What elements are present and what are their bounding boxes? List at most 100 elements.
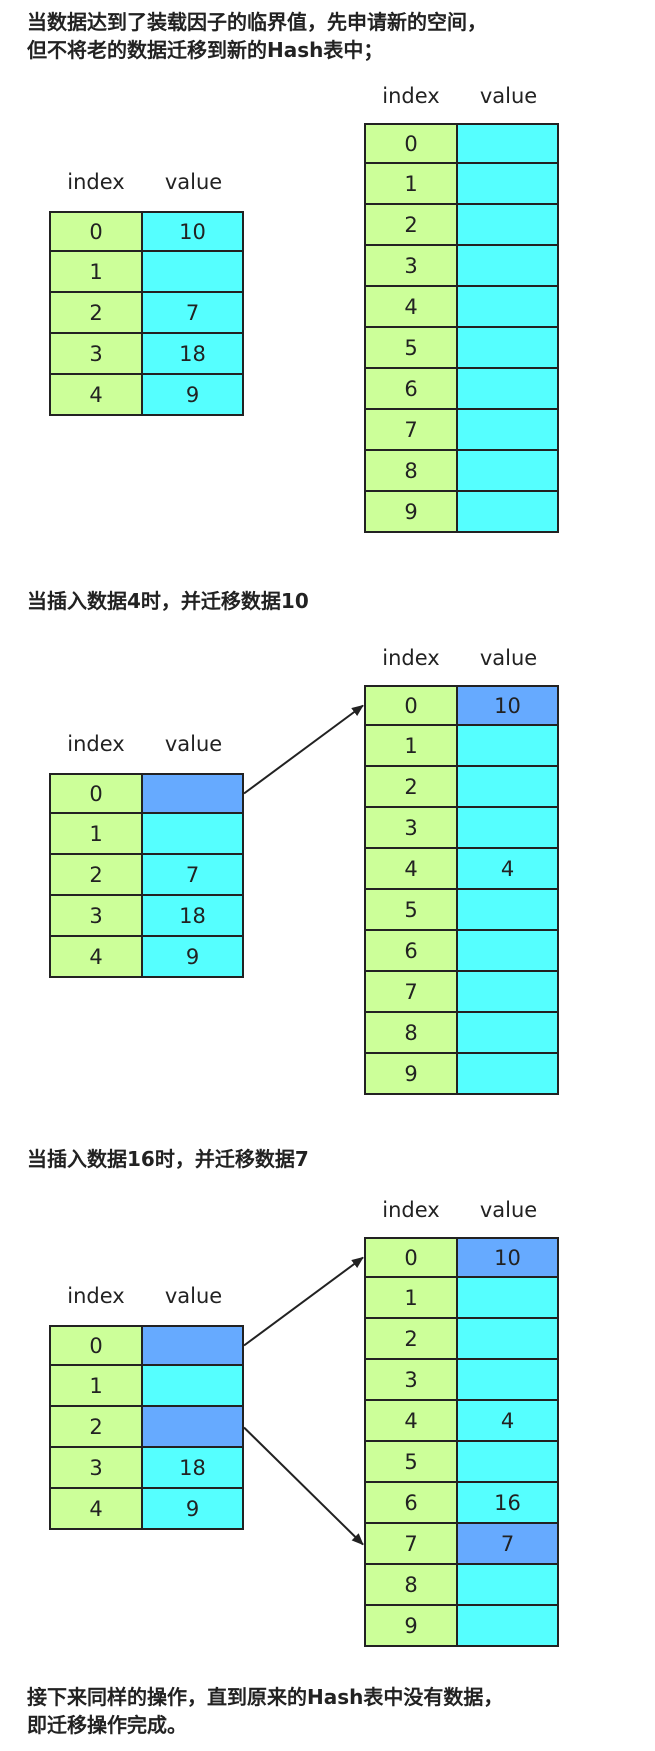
new-table-row: 1 — [364, 164, 559, 205]
old-table-index-header: index — [67, 732, 125, 756]
new-table-value-cell — [458, 808, 559, 849]
new-table-row: 9 — [364, 492, 559, 533]
new-table-row: 2 — [364, 767, 559, 808]
new-table-value-cell — [458, 287, 559, 328]
migration-arrow — [243, 1256, 364, 1347]
old-table-index-cell: 0 — [49, 1325, 143, 1366]
old-table-value-header: value — [164, 1284, 223, 1308]
old-table-value-cell: 9 — [143, 937, 244, 978]
migration-arrow — [243, 704, 364, 795]
new-table-row: 5 — [364, 890, 559, 931]
outro-caption-line-2: 即迁移操作完成。 — [27, 1713, 187, 1737]
new-table-row: 3 — [364, 1360, 559, 1401]
old-table-index-cell: 1 — [49, 1366, 143, 1407]
old-table-value-cell: 10 — [143, 211, 244, 252]
new-table-index-cell: 1 — [364, 164, 458, 205]
new-table-row: 9 — [364, 1606, 559, 1647]
old-table-index-cell: 0 — [49, 773, 143, 814]
new-table-index-cell: 4 — [364, 849, 458, 890]
new-table-value-cell — [458, 164, 559, 205]
intro-caption-line-2: 但不将老的数据迁移到新的Hash表中； — [27, 38, 384, 62]
new-table-value-header: value — [479, 646, 538, 670]
new-table-index-cell: 5 — [364, 1442, 458, 1483]
new-table-row: 5 — [364, 1442, 559, 1483]
new-table-value-cell — [458, 451, 559, 492]
new-table-row: 7 — [364, 972, 559, 1013]
old-table-value-cell — [143, 1407, 244, 1448]
new-table-index-cell: 2 — [364, 767, 458, 808]
new-table-index-cell: 8 — [364, 1013, 458, 1054]
new-table-value-cell: 10 — [458, 685, 559, 726]
old-table-value-cell — [143, 1366, 244, 1407]
new-table-index-cell: 3 — [364, 246, 458, 287]
new-table-index-cell: 7 — [364, 1524, 458, 1565]
new-table-row: 8 — [364, 1565, 559, 1606]
new-table-value-cell: 7 — [458, 1524, 559, 1565]
old-table-row: 1 — [49, 1366, 244, 1407]
new-table-value-cell — [458, 1565, 559, 1606]
old-table-value-cell: 18 — [143, 1448, 244, 1489]
old-table-row: 2 — [49, 1407, 244, 1448]
old-table-index-header: index — [67, 1284, 125, 1308]
new-table-index-cell: 8 — [364, 451, 458, 492]
old-table-value-header: value — [164, 170, 223, 194]
new-table-index-cell: 7 — [364, 410, 458, 451]
new-table-row: 0 — [364, 123, 559, 164]
new-table-value-cell: 4 — [458, 849, 559, 890]
new-table-index-cell: 2 — [364, 205, 458, 246]
new-table-row: 7 — [364, 410, 559, 451]
new-table-value-cell — [458, 492, 559, 533]
outro-caption: 接下来同样的操作，直到原来的Hash表中没有数据， 即迁移操作完成。 — [27, 1683, 647, 1739]
new-table-value-cell — [458, 205, 559, 246]
new-table-value-cell — [458, 123, 559, 164]
old-table-value-cell: 18 — [143, 896, 244, 937]
old-table-value-cell: 7 — [143, 855, 244, 896]
new-table-index-cell: 9 — [364, 1054, 458, 1095]
new-table-value-cell: 4 — [458, 1401, 559, 1442]
new-table-value-cell — [458, 246, 559, 287]
new-table-index-cell: 9 — [364, 1606, 458, 1647]
new-table-value-cell — [458, 1442, 559, 1483]
new-table-row: 2 — [364, 205, 559, 246]
new-table-index-cell: 2 — [364, 1319, 458, 1360]
intro-caption-line-1: 当数据达到了装载因子的临界值，先申请新的空间， — [27, 10, 487, 34]
new-table-value-header: value — [479, 84, 538, 108]
old-table-index-cell: 2 — [49, 293, 143, 334]
old-table-index-cell: 4 — [49, 937, 143, 978]
new-table-index-header: index — [382, 646, 440, 670]
new-table-index-cell: 6 — [364, 369, 458, 410]
old-table-value-cell: 18 — [143, 334, 244, 375]
old-table-row: 0 — [49, 773, 244, 814]
new-table-index-cell: 5 — [364, 328, 458, 369]
new-table-value-cell: 10 — [458, 1237, 559, 1278]
new-table-value-cell — [458, 972, 559, 1013]
new-table-row: 6 — [364, 369, 559, 410]
migration-arrow — [243, 1426, 364, 1546]
old-table-value-cell: 7 — [143, 293, 244, 334]
new-table-index-header: index — [382, 84, 440, 108]
new-table-value-header: value — [479, 1198, 538, 1222]
new-table-value-cell — [458, 1360, 559, 1401]
step1-caption: 当插入数据4时，并迁移数据10 — [27, 589, 309, 613]
new-table-index-cell: 4 — [364, 287, 458, 328]
new-table-row: 5 — [364, 328, 559, 369]
new-table-value-cell — [458, 726, 559, 767]
new-table-value-cell — [458, 1278, 559, 1319]
old-table-index-cell: 2 — [49, 855, 143, 896]
new-table-value-cell — [458, 1054, 559, 1095]
new-table-index-cell: 8 — [364, 1565, 458, 1606]
new-table-value-cell — [458, 369, 559, 410]
new-table-row: 3 — [364, 808, 559, 849]
